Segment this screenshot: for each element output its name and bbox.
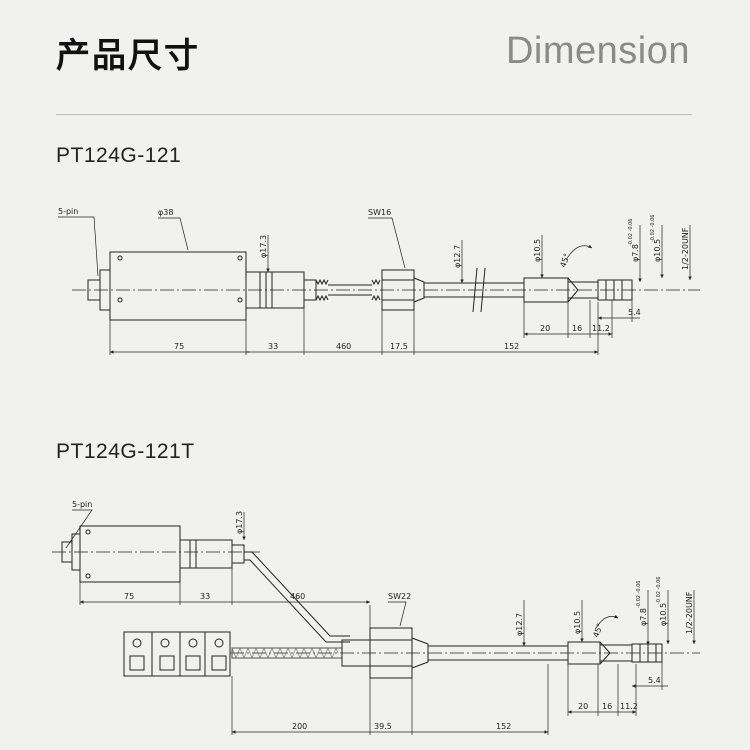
d2-hex (369, 627, 413, 679)
d1-dim-152: 152 (504, 342, 519, 351)
d1-body-dia-label: φ38 (158, 208, 173, 217)
page-title-en: Dimension (505, 30, 690, 72)
d1-dim-11-2: 11.2 (592, 324, 610, 333)
d1-dim-75: 75 (174, 342, 184, 351)
drawing-2-labels: 5-pin φ17.3 SW22 φ12.7 φ10.5 45° φ7.8 -0… (72, 500, 694, 731)
d1-thread-label: 1/2-20UNF (681, 227, 690, 270)
d1-port-dia-b-tol: -0.02 -0.06 (650, 215, 656, 242)
d2-dim-5-4: 5.4 (648, 676, 661, 685)
d2-neck (179, 539, 233, 569)
d2-dim-460: 460 (290, 592, 305, 601)
d1-dim-460: 460 (336, 342, 351, 351)
d1-tip-dia-label: φ10.5 (533, 239, 542, 262)
d1-port-dia-a-tol: -0.02 -0.06 (628, 219, 634, 246)
header: 产品尺寸 Dimension (0, 0, 750, 118)
d2-tip-dia-label: φ10.5 (573, 611, 582, 634)
d1-wrench-label: SW16 (368, 208, 391, 217)
drawing-2 (52, 509, 700, 735)
d2-angle-label: 45° (591, 622, 604, 638)
d2-dim-20: 20 (578, 702, 588, 711)
d2-dim-75: 75 (124, 592, 134, 601)
model-label-2: PT124G-121T (56, 440, 195, 463)
d2-dim-16: 16 (602, 702, 612, 711)
d1-dim-17-5: 17.5 (390, 342, 408, 351)
d2-port-dia-b-label: φ10.5 (659, 603, 668, 626)
drawing-1-labels: 5-pin φ38 SW16 φ17.3 φ12.7 φ10.5 45° φ7.… (58, 207, 690, 351)
d2-wrench-label: SW22 (388, 592, 411, 601)
model-label-1: PT124G-121 (56, 144, 182, 167)
header-divider (56, 114, 692, 115)
d2-stem-dia-label: φ12.7 (515, 613, 524, 636)
d1-neck-dia-label: φ17.3 (259, 235, 268, 258)
d1-dim-5-4: 5.4 (628, 308, 641, 317)
d2-port-dia-a-tol: -0.02 -0.06 (636, 581, 642, 608)
d1-pin-label: 5-pin (58, 207, 78, 216)
d2-thread-label: 1/2-20UNF (685, 591, 694, 634)
d2-body (79, 525, 181, 583)
page-title-cn: 产品尺寸 (56, 36, 200, 76)
d2-dim-152: 152 (496, 722, 511, 731)
d1-body (109, 251, 247, 321)
d1-angle-label: 45° (558, 252, 571, 268)
d1-port-dia-b-label: φ10.5 (653, 239, 662, 262)
d1-dim-20: 20 (540, 324, 550, 333)
d1-hex (381, 269, 415, 311)
d2-port-dia-a-label: φ7.8 (639, 608, 648, 626)
d2-port-dia-b-tol: -0.02 -0.06 (656, 577, 662, 604)
d1-stem-dia-label: φ12.7 (453, 245, 462, 268)
d1-dim-16: 16 (572, 324, 582, 333)
drawing-1 (58, 216, 700, 355)
d1-port-dia-a-label: φ7.8 (631, 244, 640, 262)
d2-dim-39-5: 39.5 (374, 722, 392, 731)
d2-neck-dia-label: φ17.3 (235, 511, 244, 534)
d2-dim-33: 33 (200, 592, 210, 601)
d2-dim-11-2: 11.2 (620, 702, 638, 711)
d2-dim-200: 200 (292, 722, 307, 731)
d1-dim-33: 33 (268, 342, 278, 351)
d2-pin-label: 5-pin (72, 500, 92, 509)
